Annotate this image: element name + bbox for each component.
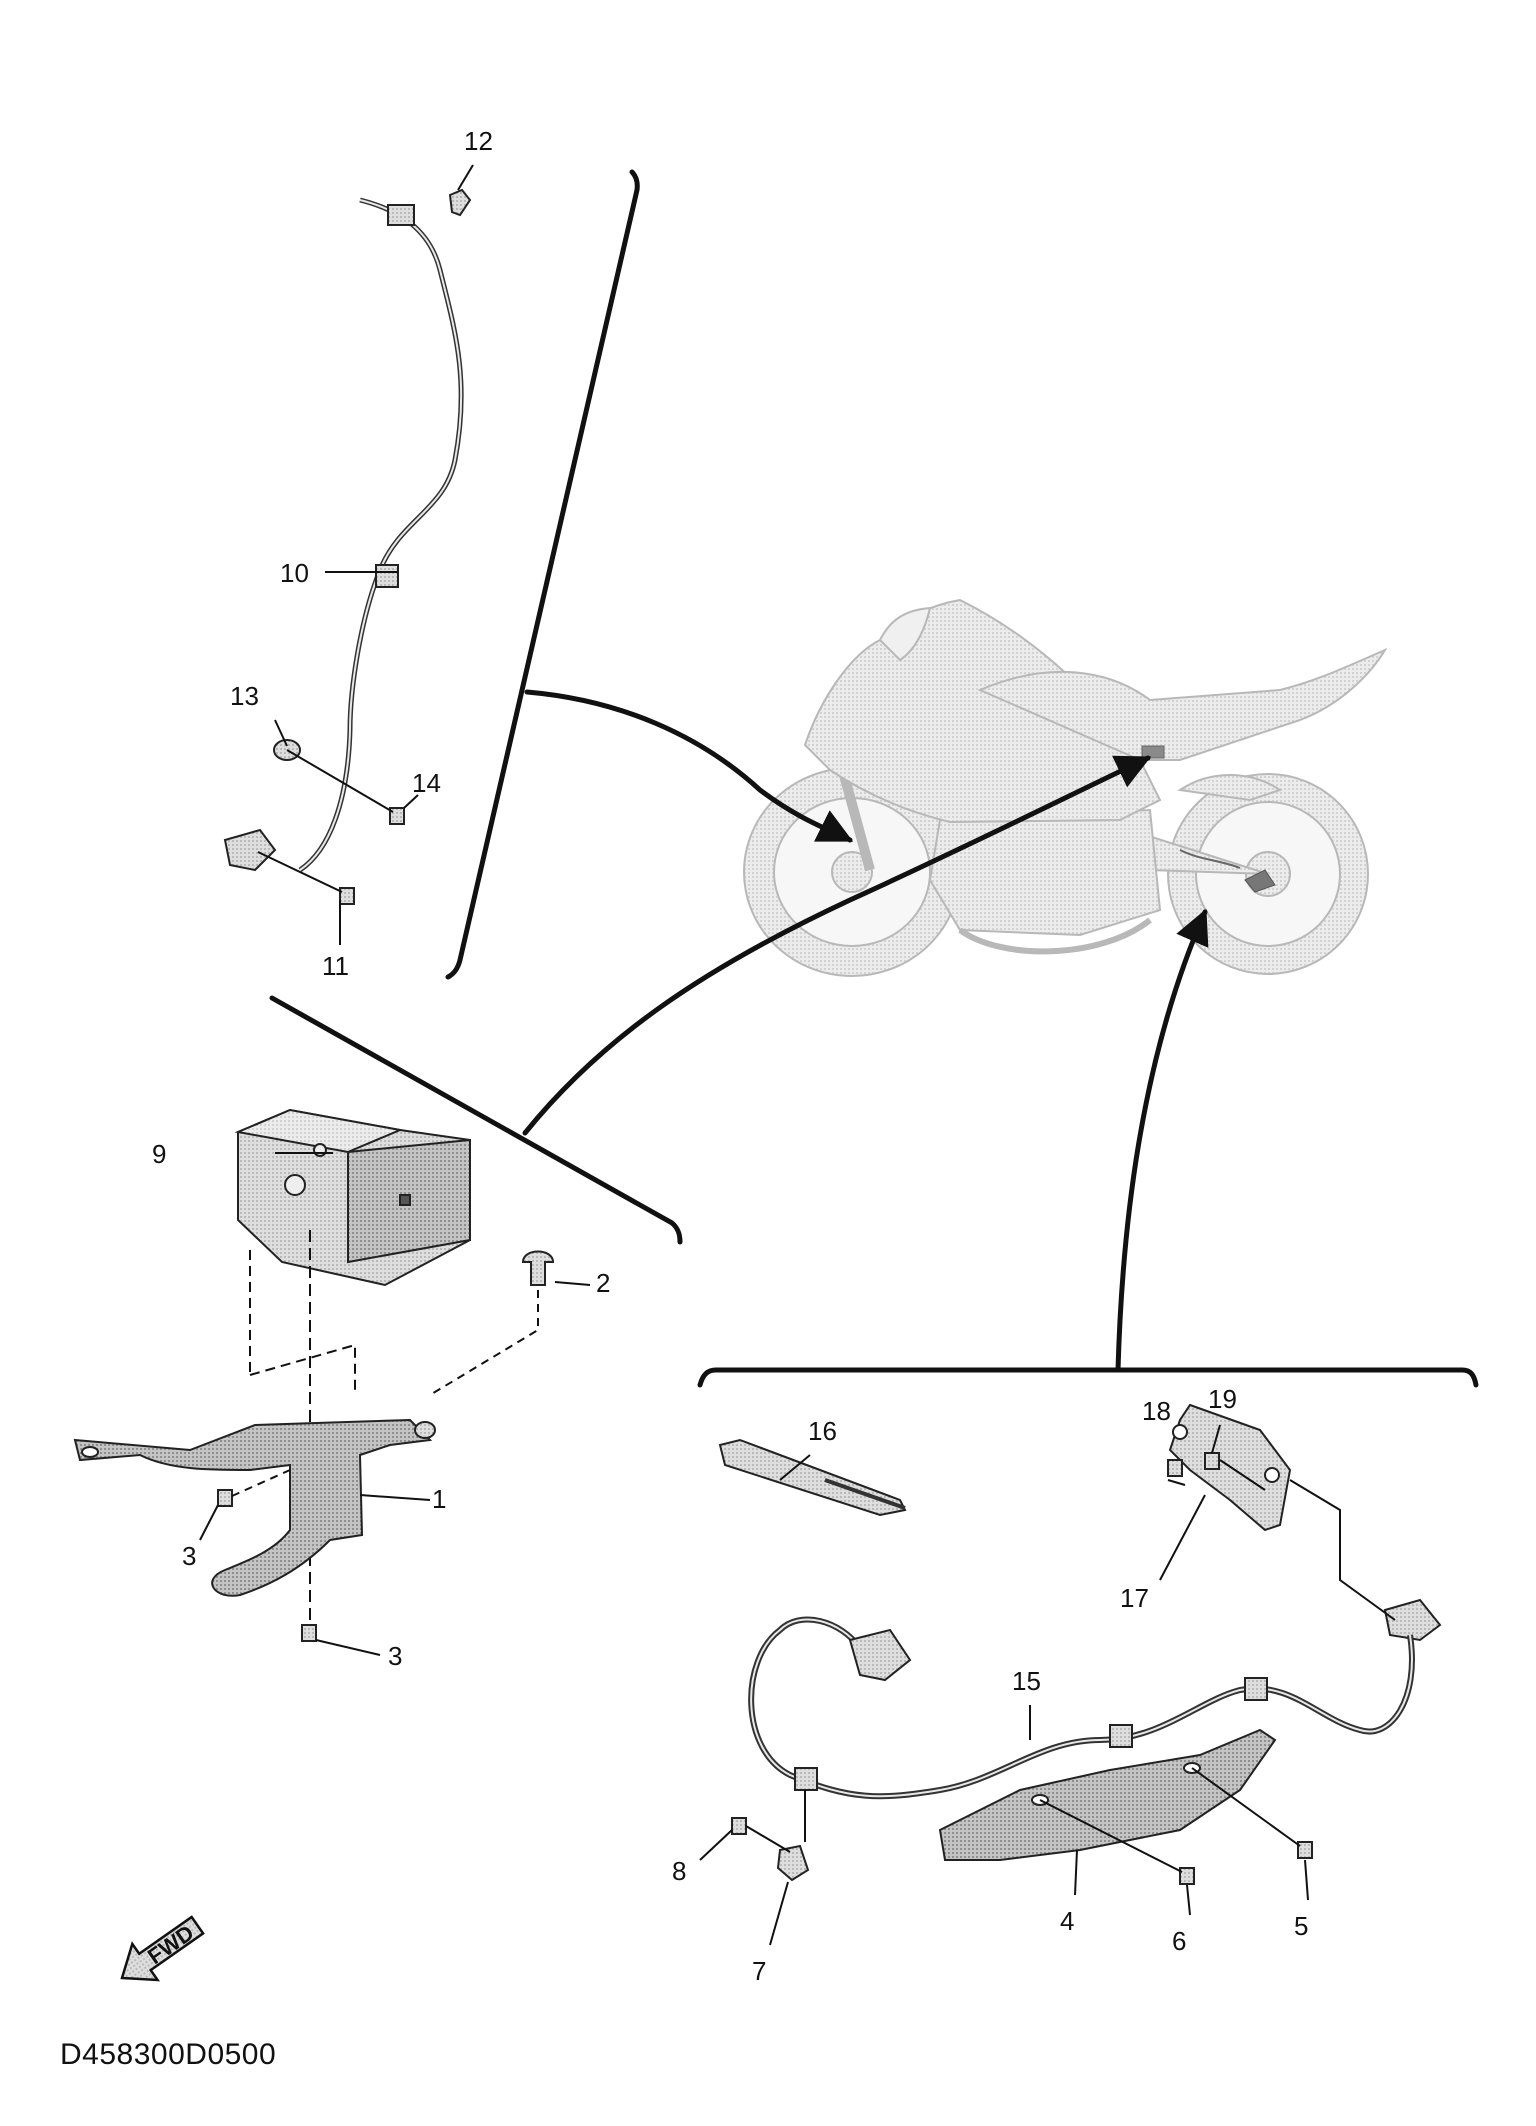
callout-9: 9	[152, 1139, 166, 1169]
callout-3: 3	[182, 1541, 196, 1571]
callout-2: 2	[596, 1268, 610, 1298]
callout-17: 17	[1120, 1583, 1149, 1613]
callout-4: 4	[1060, 1906, 1074, 1936]
callout-12: 12	[464, 126, 493, 156]
abs-unit-group	[73, 1108, 555, 1642]
callout-19: 19	[1208, 1384, 1237, 1414]
callout-7: 7	[752, 1956, 766, 1986]
callout-18: 18	[1142, 1396, 1171, 1426]
callout-3: 3	[388, 1641, 402, 1671]
callout-leaders	[199, 164, 1309, 1946]
callout-11: 11	[322, 951, 349, 981]
callout-13: 13	[230, 681, 259, 711]
motorcycle-silhouette	[743, 598, 1388, 977]
callout-14: 14	[412, 768, 441, 798]
diagram-reference-code: D458300D0500	[60, 2038, 277, 2071]
fwd-arrow-icon: FWD	[120, 1915, 205, 1982]
callout-8: 8	[672, 1856, 686, 1886]
callout-labels: 1 2 3 3 4 5 6 7 8 9 10 11 12 13 14 15 16…	[152, 126, 1308, 1986]
callout-1: 1	[432, 1484, 446, 1514]
front-wheel-sensor-group	[223, 188, 472, 905]
rear-wheel-sensor-group	[718, 1403, 1442, 1885]
callout-10: 10	[280, 558, 309, 588]
callout-15: 15	[1012, 1666, 1041, 1696]
callout-16: 16	[808, 1416, 837, 1446]
callout-5: 5	[1294, 1911, 1308, 1941]
group-leaders	[269, 169, 1479, 1388]
callout-6: 6	[1172, 1926, 1186, 1956]
